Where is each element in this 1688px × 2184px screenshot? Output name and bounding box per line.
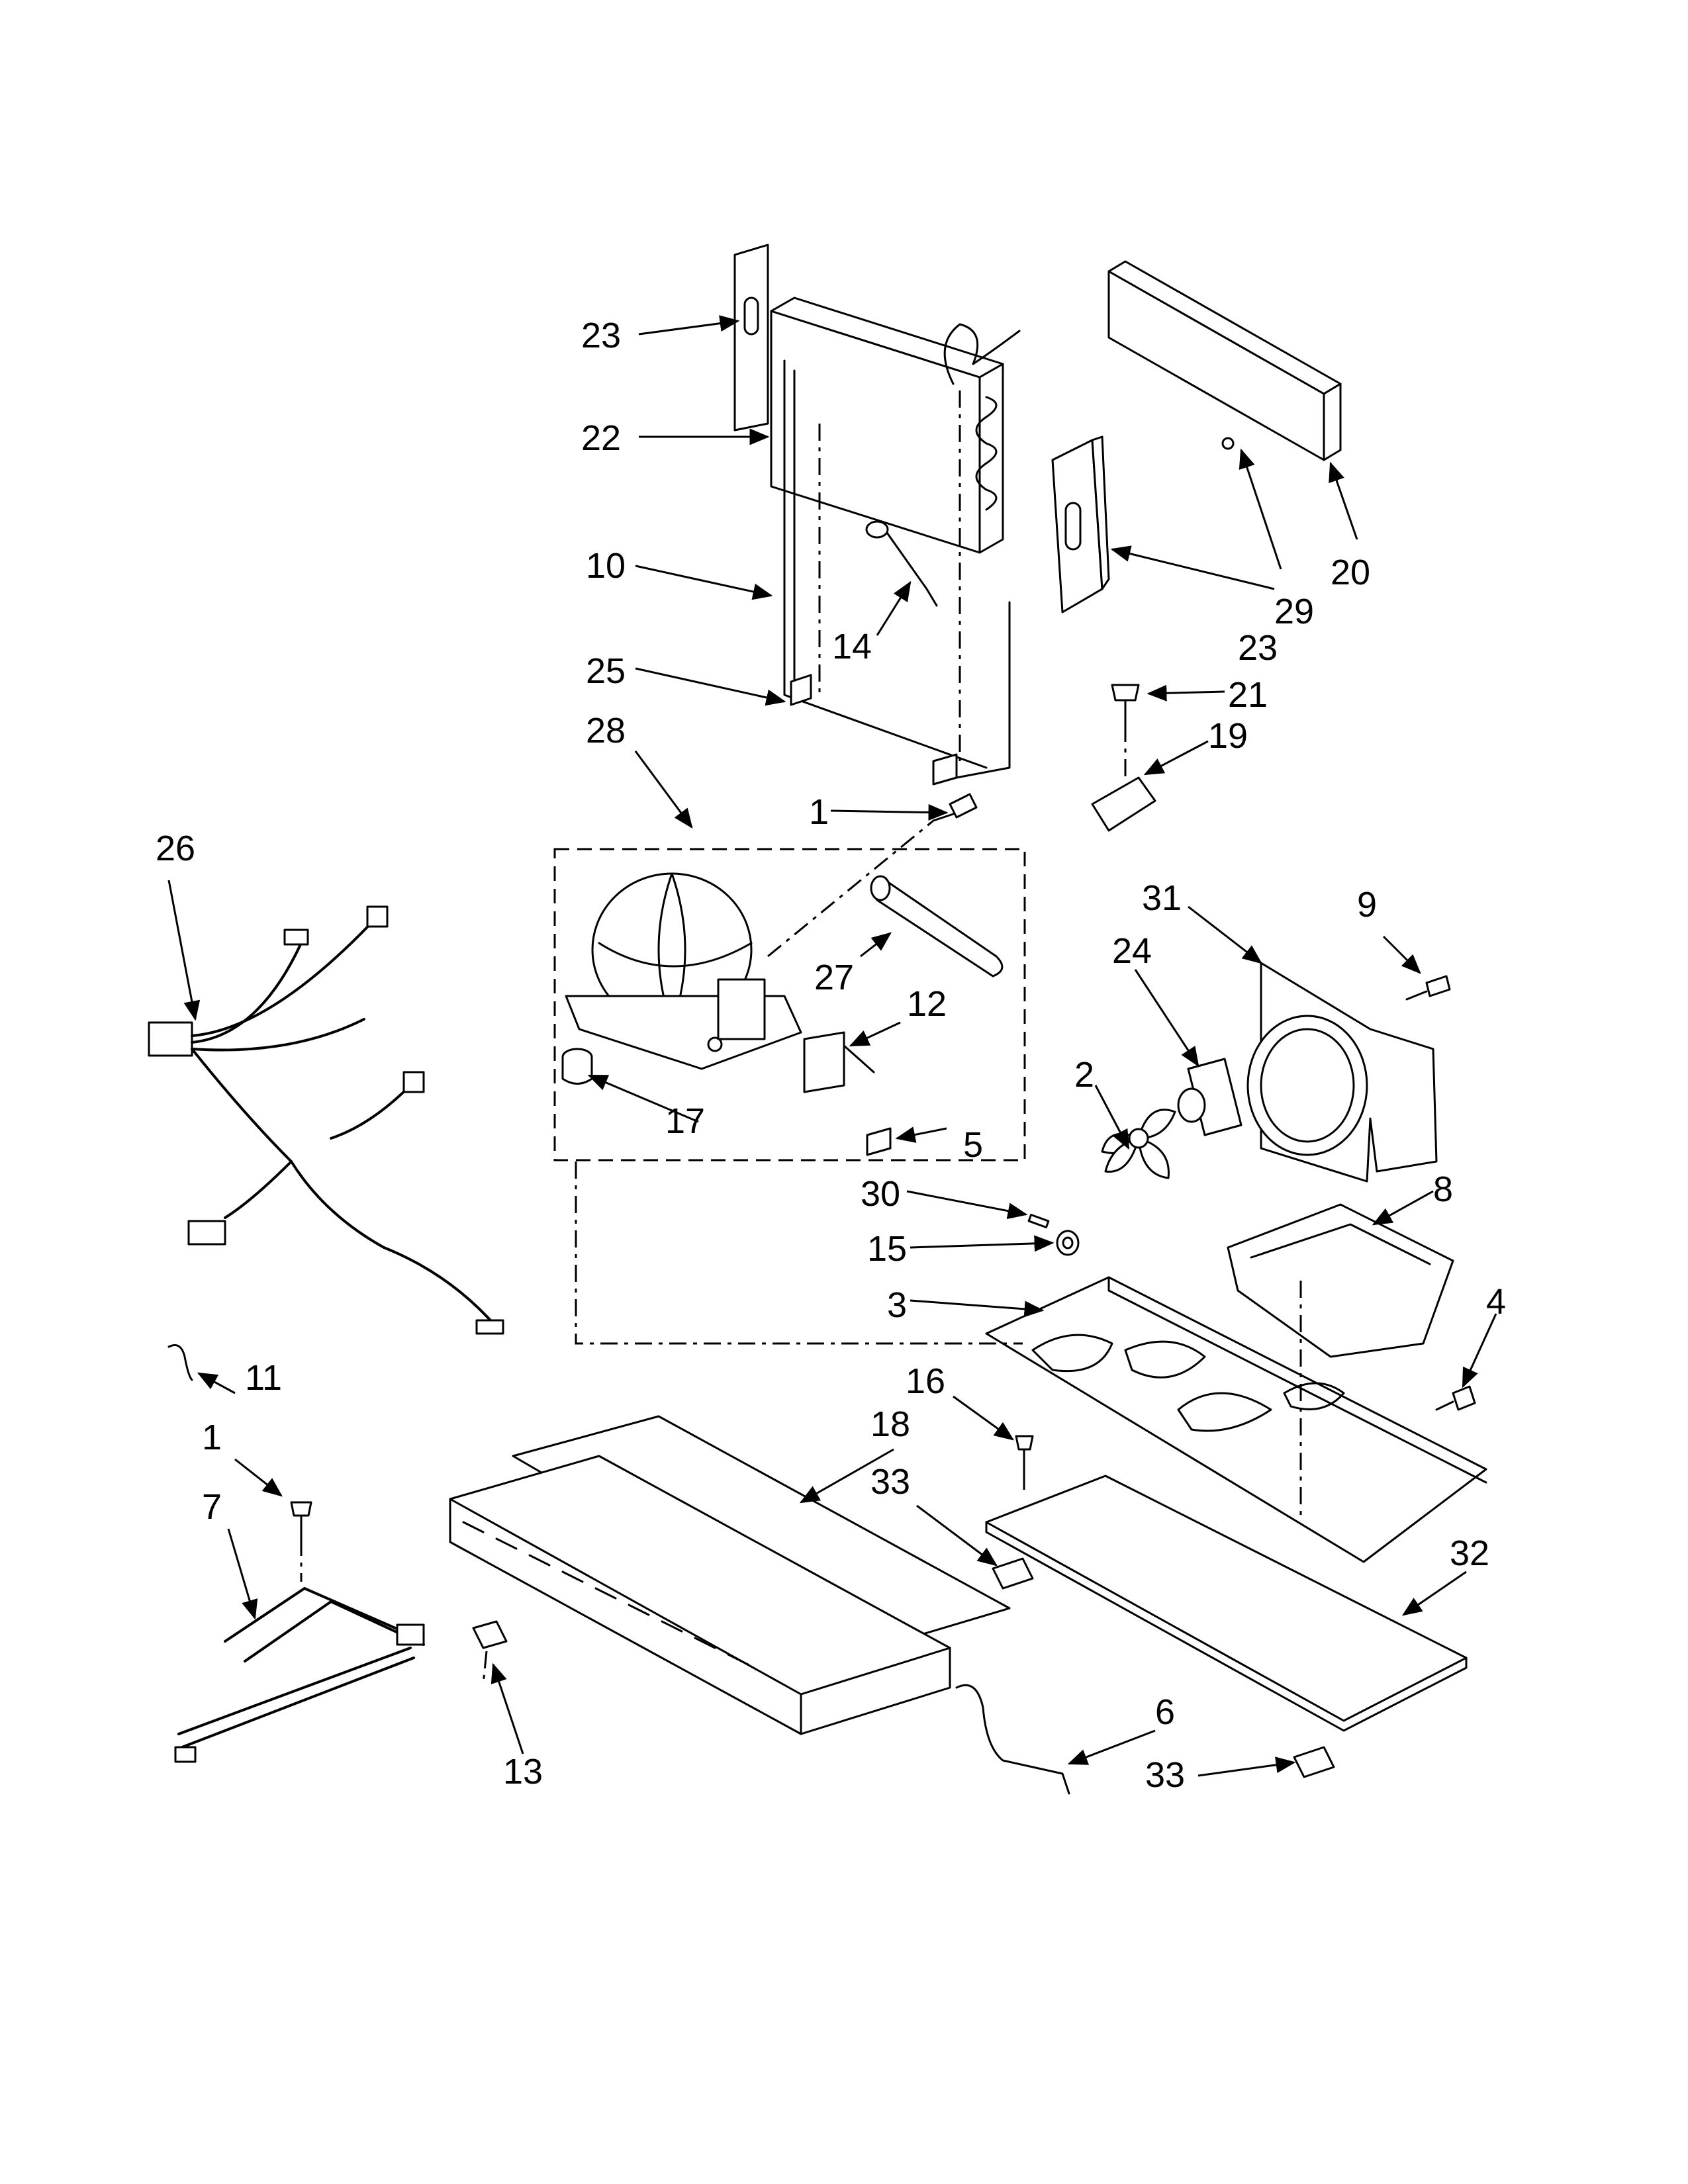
callout-5: 5 xyxy=(963,1125,983,1165)
callout-8: 8 xyxy=(1433,1169,1453,1209)
drier-27-part xyxy=(870,875,1004,978)
callout-3: 3 xyxy=(887,1285,907,1325)
callout-1-top: 1 xyxy=(809,792,829,832)
evaporator-cover-part xyxy=(1107,260,1342,461)
callout-16: 16 xyxy=(906,1361,945,1401)
jumper-11-part xyxy=(167,1344,193,1381)
callout-7: 7 xyxy=(202,1487,222,1527)
callout-26: 26 xyxy=(156,829,195,868)
callout-31: 31 xyxy=(1142,878,1182,918)
callout-15: 15 xyxy=(867,1229,907,1269)
drain-pan-32-part xyxy=(985,1475,1468,1732)
callout-2: 2 xyxy=(1074,1055,1094,1095)
compressor-to-base-dashline xyxy=(575,1161,1023,1345)
compressor-assembly-outline xyxy=(553,848,1026,1161)
screw-16-part xyxy=(1015,1435,1034,1474)
clip13-dashline xyxy=(482,1651,488,1685)
callout-20: 20 xyxy=(1331,553,1370,592)
callout-33-top: 33 xyxy=(870,1462,910,1502)
screw-4-part xyxy=(1435,1385,1476,1411)
screw-29-part xyxy=(1221,437,1235,450)
clip-33-bottom-part xyxy=(1293,1746,1335,1778)
evaporator-bracket-left-part xyxy=(733,244,769,432)
callout-23-right: 23 xyxy=(1238,628,1278,668)
callout-33-bottom: 33 xyxy=(1145,1755,1185,1795)
callout-32: 32 xyxy=(1450,1533,1489,1573)
compressor-part xyxy=(565,872,802,1070)
screw1-top-dashline xyxy=(767,819,934,958)
callout-17: 17 xyxy=(665,1101,705,1141)
leader-lines xyxy=(167,315,1497,1777)
defrost-thermostat-part xyxy=(865,520,938,607)
screw-1-top-part xyxy=(932,793,978,822)
evaporator-part xyxy=(770,296,1021,554)
callout-22: 22 xyxy=(581,418,621,458)
heater-bracket-25-part xyxy=(790,674,812,706)
callout-1-bottom: 1 xyxy=(202,1418,222,1457)
callout-6: 6 xyxy=(1155,1692,1175,1732)
callout-19: 19 xyxy=(1208,716,1248,756)
callout-27: 27 xyxy=(814,958,854,997)
clip-19-part xyxy=(1091,776,1156,832)
callout-21: 21 xyxy=(1228,675,1268,715)
grommet-15-part xyxy=(1056,1230,1080,1256)
screw-9-part xyxy=(1405,975,1451,1001)
callout-9: 9 xyxy=(1357,885,1377,925)
callout-13: 13 xyxy=(503,1752,543,1792)
heater-bracket-25b-part xyxy=(932,753,958,786)
callout-10: 10 xyxy=(586,546,626,586)
grommet-17-part xyxy=(561,1048,593,1085)
evaporator-bracket-right-part xyxy=(1051,435,1110,614)
screw-21-part xyxy=(1111,684,1140,726)
callout-24: 24 xyxy=(1112,931,1152,971)
ground-harness-7-part xyxy=(174,1586,425,1763)
callout-30: 30 xyxy=(861,1174,900,1214)
callout-18: 18 xyxy=(870,1404,910,1444)
callout-labels: 23 22 10 25 28 14 1 27 12 5 17 20 29 23 … xyxy=(156,316,1506,1795)
fan-motor-24-part xyxy=(1177,1058,1243,1136)
callout-29: 29 xyxy=(1274,592,1314,631)
callout-12: 12 xyxy=(907,984,947,1024)
machine-compartment-base-3-part xyxy=(985,1276,1487,1563)
callout-14: 14 xyxy=(832,627,872,666)
overload-5-part xyxy=(866,1127,892,1156)
condenser-fan-bracket-8-part xyxy=(1227,1203,1454,1358)
wire-harness-26-part xyxy=(148,905,504,1335)
callout-25: 25 xyxy=(586,651,626,691)
callout-23-left: 23 xyxy=(581,316,621,355)
condenser-18-part xyxy=(449,1415,1011,1735)
callout-4: 4 xyxy=(1486,1282,1506,1322)
fan-shroud-31-part xyxy=(1246,962,1438,1183)
relay-12-part xyxy=(803,1031,875,1093)
clip-33-top-part xyxy=(992,1557,1034,1590)
drain-tube-6-part xyxy=(955,1684,1070,1795)
clip-13-part xyxy=(472,1620,508,1649)
screw-1-bottom-part xyxy=(290,1501,312,1540)
callout-11: 11 xyxy=(245,1358,282,1398)
callout-28: 28 xyxy=(586,711,626,751)
clip-30-part xyxy=(1027,1214,1050,1228)
